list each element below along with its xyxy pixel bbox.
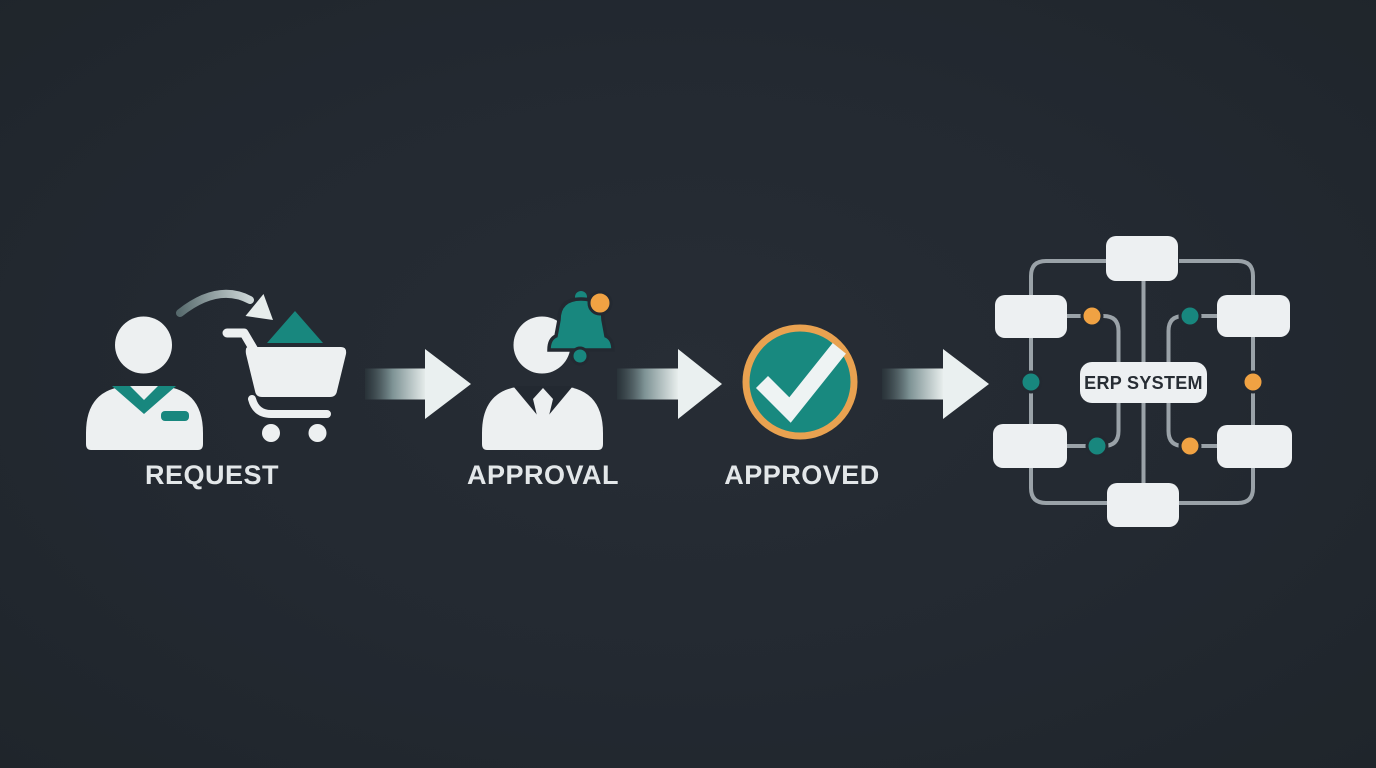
erp-node-bottom [1107,483,1179,527]
erp-connector-dots [1019,304,1265,458]
flow-arrow-2-shaft [617,368,678,400]
approved-label: APPROVED [724,460,880,490]
bell-clapper [570,346,590,366]
requester-person-icon [86,316,203,450]
flow-arrow-1-shaft [365,368,426,400]
request-label: REQUEST [145,460,279,490]
dot-upper-right-teal [1178,304,1202,328]
connector-outer-bottom-right [1178,466,1255,505]
curved-arrow-head [245,294,273,320]
cart-basket [245,347,347,397]
flow-arrow-2-head [678,349,722,419]
notification-bell-icon [547,290,615,366]
flow-arrow-1 [365,349,471,419]
erp-node-right-top [1217,295,1290,337]
cart-wheel-right [308,424,327,442]
flow-arrow-3 [882,349,989,419]
erp-node-top [1106,236,1178,281]
requester-pocket-badge [161,411,189,421]
connector-outer-bottom-left [1029,467,1108,505]
requester-head [115,316,172,374]
connector-upper-left-to-center [1066,314,1121,363]
curved-arrow-shaft [176,289,254,317]
cart-handle [222,328,259,355]
erp-connector-lines [1029,259,1255,505]
cart-wheel-left [262,424,280,442]
approver-tie [533,388,553,424]
erp-node-left-bottom [993,424,1067,468]
check-mark [755,343,846,423]
dot-lower-left-teal [1085,434,1109,458]
erp-system-label: ERP SYSTEM [1084,373,1203,393]
dot-lower-right-orange [1178,434,1202,458]
requester-body [86,386,203,450]
approval-label: APPROVAL [467,460,619,490]
connector-outer-top-right [1179,259,1255,296]
erp-center-node [1080,362,1207,403]
erp-node-left-top [995,295,1067,338]
shopping-cart-icon [222,311,347,442]
flow-arrow-1-head [425,349,471,419]
stage-request: REQUEST [86,289,347,490]
stage-approved: APPROVED [724,324,880,490]
erp-node-right-bottom [1217,425,1292,468]
dot-right-orange [1241,370,1265,394]
cart-item-triangle-icon [267,311,323,343]
requester-collar [112,386,176,414]
notification-badge-icon [587,290,613,316]
erp-network-icon: ERP SYSTEM [993,236,1292,527]
dot-upper-left-orange [1080,304,1104,328]
cart-chassis [248,395,331,418]
connector-outer-top-left [1029,259,1107,296]
curved-arrow-icon [176,289,273,320]
erp-nodes [993,236,1292,527]
stage-approval: APPROVAL [467,290,619,490]
flow-arrow-3-shaft [882,368,943,400]
dot-left-teal [1019,370,1043,394]
flow-arrow-3-head [943,349,989,419]
flow-arrow-2 [617,349,722,419]
